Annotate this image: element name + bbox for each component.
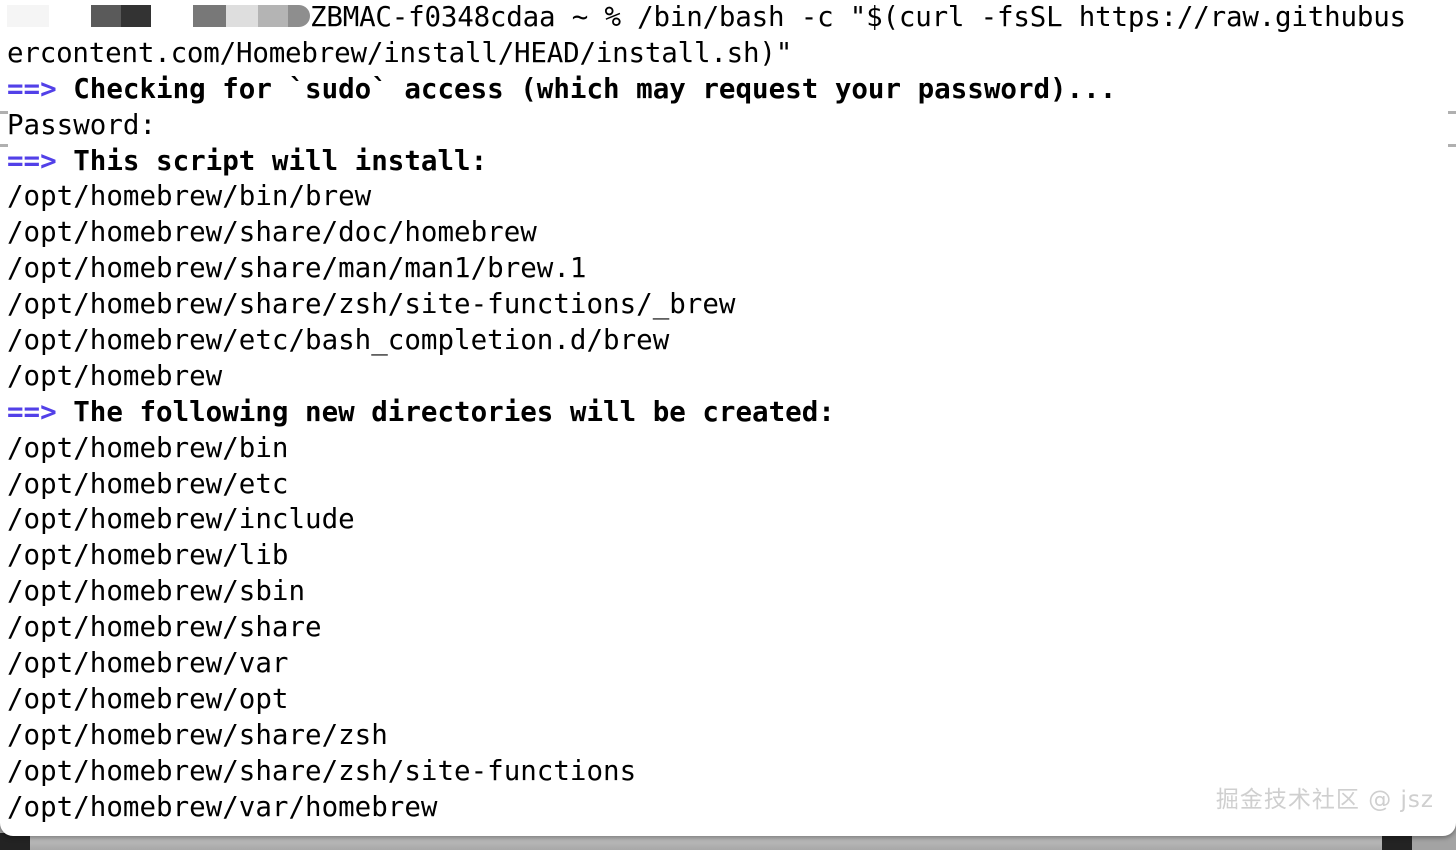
output-text: /opt/homebrew/etc (7, 467, 289, 500)
background-window-bar (28, 835, 1384, 850)
output-text: /opt/homebrew/var (7, 647, 289, 680)
output-line-path: /opt/homebrew/sbin (0, 574, 1456, 610)
output-text: This script will install: (56, 144, 488, 177)
prompt-hostname: ZBMAC-f0348cdaa (310, 1, 556, 33)
output-line-path: /opt/homebrew/bin/brew (0, 179, 1456, 215)
output-line-checking-sudo: ==> Checking for `sudo` access (which ma… (0, 72, 1456, 108)
output-text: /opt/homebrew/opt (7, 682, 289, 715)
output-text: /opt/homebrew/lib (7, 539, 289, 572)
output-text: /opt/homebrew/share/doc/homebrew (7, 216, 537, 249)
output-line-path: /opt/homebrew/share/man/man1/brew.1 (0, 251, 1456, 287)
background-window-corner-left (0, 833, 30, 850)
redaction-block-5 (226, 5, 258, 27)
output-line-password-prompt[interactable]: Password: (0, 108, 1456, 147)
selection-bracket-right-icon (1448, 110, 1456, 147)
terminal-prompt-line: ZBMAC-f0348cdaa ~ % /bin/bash -c "$(curl… (0, 0, 1456, 36)
output-line-script-will-install: ==> This script will install: (0, 144, 1456, 180)
arrow-prefix-icon: ==> (7, 144, 57, 177)
arrow-prefix-icon: ==> (7, 395, 57, 428)
output-text: The following new directories will be cr… (56, 395, 835, 428)
output-text: /opt/homebrew/include (7, 503, 355, 536)
output-text: /opt/homebrew/share (7, 611, 322, 644)
output-line-path: /opt/homebrew/share/doc/homebrew (0, 215, 1456, 251)
output-line-new-directories-header: ==> The following new directories will b… (0, 395, 1456, 431)
output-line-path: /opt/homebrew/etc/bash_completion.d/brew (0, 323, 1456, 359)
background-window-corner-right (1382, 832, 1412, 850)
output-text: /opt/homebrew/etc/bash_completion.d/brew (7, 324, 670, 357)
selection-bracket-left-icon (0, 110, 8, 147)
output-line-path: /opt/homebrew/share/zsh (0, 718, 1456, 754)
output-text: Checking for `sudo` access (which may re… (56, 72, 1117, 105)
output-text: /opt/homebrew/var/homebrew (7, 790, 438, 823)
output-line-path: /opt/homebrew/opt (0, 682, 1456, 718)
redaction-block-1 (7, 5, 49, 27)
output-line-path: /opt/homebrew/var (0, 646, 1456, 682)
arrow-prefix-icon: ==> (7, 72, 57, 105)
output-line-path: /opt/homebrew/etc (0, 467, 1456, 503)
output-text: /opt/homebrew/sbin (7, 575, 306, 608)
redaction-block-3 (121, 5, 151, 27)
prompt-symbol: % (604, 1, 621, 33)
redaction-block-6 (258, 5, 288, 27)
output-text: /opt/homebrew/bin (7, 431, 289, 464)
output-line-path: /opt/homebrew/lib (0, 538, 1456, 574)
redaction-block-2 (91, 5, 121, 27)
redaction-block-4 (193, 5, 226, 27)
output-line-path: /opt/homebrew/bin (0, 431, 1456, 467)
output-line-path: /opt/homebrew/share (0, 610, 1456, 646)
output-text: Password: (7, 108, 157, 141)
output-line-path: /opt/homebrew/var/homebrew (0, 790, 1456, 826)
terminal-prompt-wrap-line: ercontent.com/Homebrew/install/HEAD/inst… (0, 36, 1456, 72)
output-text: /opt/homebrew/share/zsh/site-functions/_… (7, 288, 736, 321)
output-line-path: /opt/homebrew (0, 359, 1456, 395)
redaction-block-7 (288, 5, 310, 27)
prompt-cwd: ~ (571, 1, 589, 33)
output-line-path: /opt/homebrew/include (0, 502, 1456, 538)
output-text: /opt/homebrew/share/zsh/site-functions (7, 754, 637, 787)
output-text: /opt/homebrew/share/man/man1/brew.1 (7, 252, 587, 285)
output-line-path: /opt/homebrew/share/zsh/site-functions/_… (0, 287, 1456, 323)
output-text: /opt/homebrew/bin/brew (7, 180, 372, 213)
prompt-command-line1: /bin/bash -c "$(curl -fsSL https://raw.g… (620, 1, 1406, 33)
output-line-path: /opt/homebrew/share/zsh/site-functions (0, 754, 1456, 790)
prompt-command-line2: ercontent.com/Homebrew/install/HEAD/inst… (7, 36, 793, 69)
output-text: /opt/homebrew/share/zsh (7, 718, 388, 751)
output-text: /opt/homebrew (7, 359, 223, 392)
